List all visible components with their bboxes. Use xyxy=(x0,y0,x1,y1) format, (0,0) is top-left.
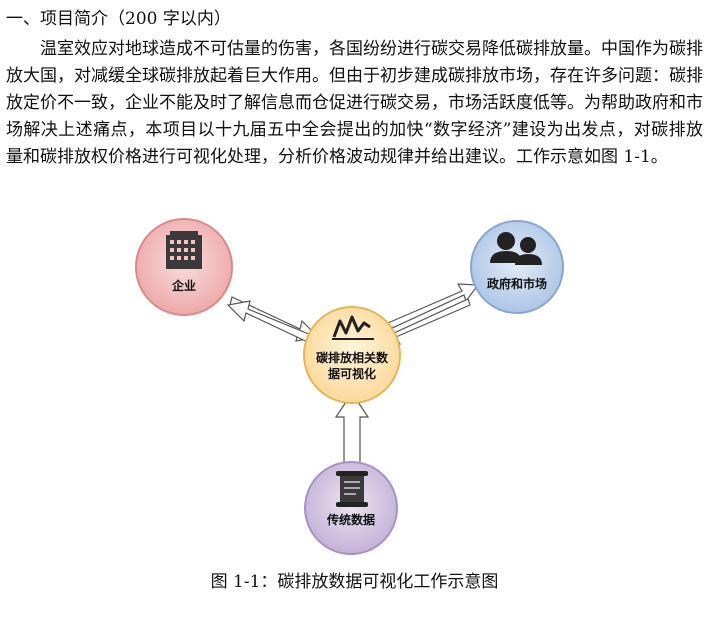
traditional-label: 传统数据 xyxy=(326,513,375,527)
workflow-diagram: 企业 政府和市场 碳排放相关数 据可视化 传统数据 xyxy=(0,205,709,570)
people-icon xyxy=(490,232,542,265)
arrow-traditional-to-center xyxy=(334,391,370,468)
diagram-canvas xyxy=(135,218,564,555)
node-government xyxy=(470,220,564,314)
node-traditional xyxy=(304,461,398,555)
node-enterprise xyxy=(135,218,233,316)
government-label: 政府和市场 xyxy=(486,277,547,291)
enterprise-label: 企业 xyxy=(171,279,196,293)
section-heading: 一、项目简介（200 字以内） xyxy=(6,9,231,29)
building-icon xyxy=(166,231,202,269)
arrow-center-to-enterprise xyxy=(226,300,317,346)
scroll-icon xyxy=(336,471,368,507)
figure-caption: 图 1-1：碳排放数据可视化工作示意图 xyxy=(210,572,499,592)
center-label-line1: 碳排放相关数 xyxy=(315,351,388,365)
center-label-line2: 据可视化 xyxy=(327,367,376,381)
arrow-center-to-government xyxy=(387,283,480,330)
node-center xyxy=(303,306,401,404)
line-chart-icon xyxy=(332,315,374,340)
intro-paragraph: 温室效应对地球造成不可估量的伤害，各国纷纷进行碳交易降低碳排放量。中国作为碳排放… xyxy=(6,39,703,167)
